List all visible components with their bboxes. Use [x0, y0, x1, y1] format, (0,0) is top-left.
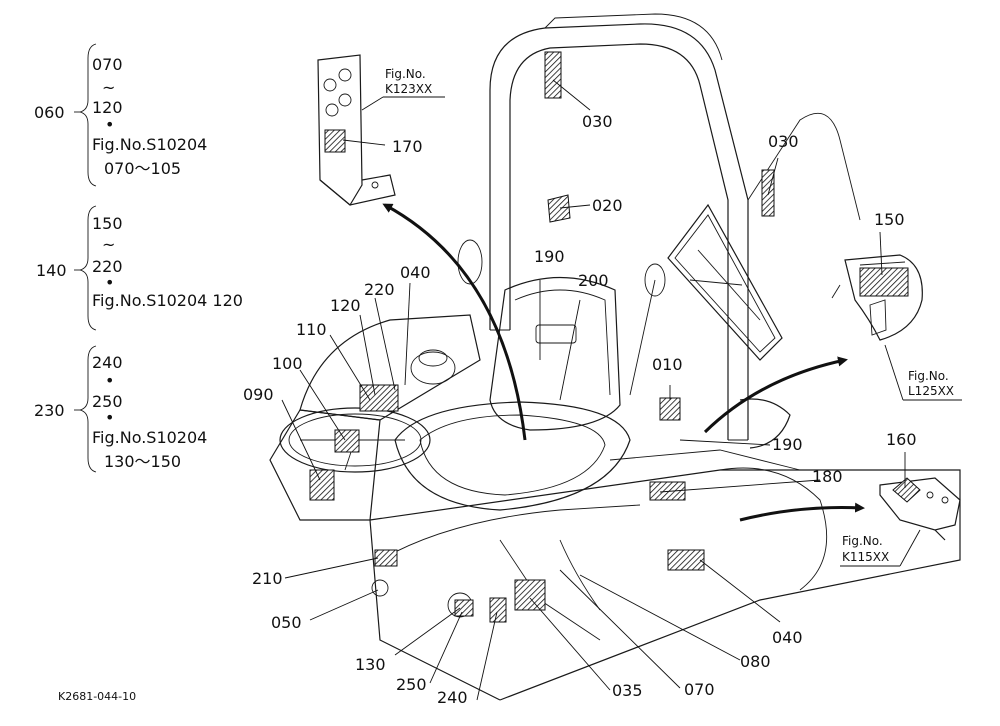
smv-panel: [667, 203, 783, 361]
decal-250: [454, 599, 474, 617]
figref-k115-label: Fig.No.: [842, 534, 883, 548]
tractor-body: [269, 314, 961, 701]
decal-090: [309, 469, 335, 501]
decal-020: [547, 194, 571, 223]
group-140: 140 150 ~ 220 • Fig.No.S10204 120: [36, 205, 243, 331]
group-060: 060 070 ~ 120 • Fig.No.S10204 070～105: [34, 43, 207, 187]
group-140-line-3: 220: [92, 257, 123, 276]
callout-010: 010: [652, 355, 683, 374]
decal-100: [334, 429, 360, 453]
figref-k123-code: K123XX: [385, 82, 432, 96]
inset-l125: Fig.No. L125XX: [831, 254, 962, 401]
decal-110-120: [359, 384, 399, 412]
group-140-line-5: Fig.No.S10204 120: [92, 291, 243, 310]
group-230-line-6: 130～150: [104, 452, 181, 471]
callout-035: 035: [612, 681, 643, 700]
leader-lines: [281, 79, 906, 701]
decal-210: [374, 549, 398, 567]
figref-k123-label: Fig.No.: [385, 67, 426, 81]
steering-wheel: [279, 407, 431, 473]
callout-170: 170: [392, 137, 423, 156]
callout-200: 200: [578, 271, 609, 290]
group-060-line-1: 070: [92, 55, 123, 74]
callout-150: 150: [874, 210, 905, 229]
decal-240: [489, 597, 507, 623]
group-060-line-4: •: [105, 115, 114, 134]
group-060-line-2: ~: [102, 78, 115, 97]
callout-070: 070: [684, 680, 715, 699]
decal-030b: [761, 169, 775, 217]
callout-250: 250: [396, 675, 427, 694]
decal-040b: [667, 549, 705, 571]
group-230-line-1: 240: [92, 353, 123, 372]
callout-100: 100: [272, 354, 303, 373]
group-060-line-3: 120: [92, 98, 123, 117]
callout-030-top: 030: [582, 112, 613, 131]
callout-040-bottom: 040: [772, 628, 803, 647]
callout-020: 020: [592, 196, 623, 215]
inset-k123: Fig.No. K123XX: [317, 54, 445, 206]
callout-120: 120: [330, 296, 361, 315]
seat: [394, 277, 631, 511]
decal-160: [892, 477, 921, 503]
figref-l125-label: Fig.No.: [908, 369, 949, 383]
pointer-arrows: [382, 203, 865, 522]
callout-080: 080: [740, 652, 771, 671]
callout-180: 180: [812, 467, 843, 486]
rops-frame: [489, 13, 861, 441]
callout-130: 130: [355, 655, 386, 674]
group-140-line-2: ~: [102, 235, 115, 254]
callout-040-top: 040: [400, 263, 431, 282]
fuel-cap: [410, 351, 456, 385]
group-060-line-6: 070～105: [104, 159, 181, 178]
callout-030-right: 030: [768, 132, 799, 151]
decal-010: [659, 397, 681, 421]
decal-035: [514, 579, 546, 611]
group-230: 230 240 • 250 • Fig.No.S10204 130～150: [34, 345, 207, 473]
decal-030a: [544, 51, 562, 99]
callout-160: 160: [886, 430, 917, 449]
drawing-code: K2681-044-10: [58, 690, 136, 703]
group-140-id: 140: [36, 261, 67, 280]
knob-050: [371, 579, 389, 597]
decals: [309, 51, 775, 623]
group-060-id: 060: [34, 103, 65, 122]
callout-210: 210: [252, 569, 283, 588]
group-230-id: 230: [34, 401, 65, 420]
callout-090: 090: [243, 385, 274, 404]
group-230-line-3: 250: [92, 392, 123, 411]
figref-l125-code: L125XX: [908, 384, 954, 398]
rops-bracket: [457, 239, 483, 285]
group-230-line-2: •: [105, 371, 114, 390]
callout-050: 050: [271, 613, 302, 632]
group-060-line-5: Fig.No.S10204: [92, 135, 207, 154]
callout-220: 220: [364, 280, 395, 299]
group-140-line-1: 150: [92, 214, 123, 233]
callouts: 030 030 020 170 190 200 010 190 180 150 …: [243, 112, 917, 707]
group-140-line-4: •: [105, 273, 114, 292]
group-230-line-4: •: [105, 408, 114, 427]
callout-240: 240: [437, 688, 468, 707]
callout-110: 110: [296, 320, 327, 339]
callout-190-top: 190: [534, 247, 565, 266]
rear-fender: [457, 239, 791, 449]
inset-k115: Fig.No. K115XX: [840, 477, 961, 567]
group-230-line-5: Fig.No.S10204: [92, 428, 207, 447]
callout-190-right: 190: [772, 435, 803, 454]
figref-k115-code: K115XX: [842, 550, 889, 564]
decal-150: [859, 267, 909, 297]
decal-170: [324, 129, 346, 153]
